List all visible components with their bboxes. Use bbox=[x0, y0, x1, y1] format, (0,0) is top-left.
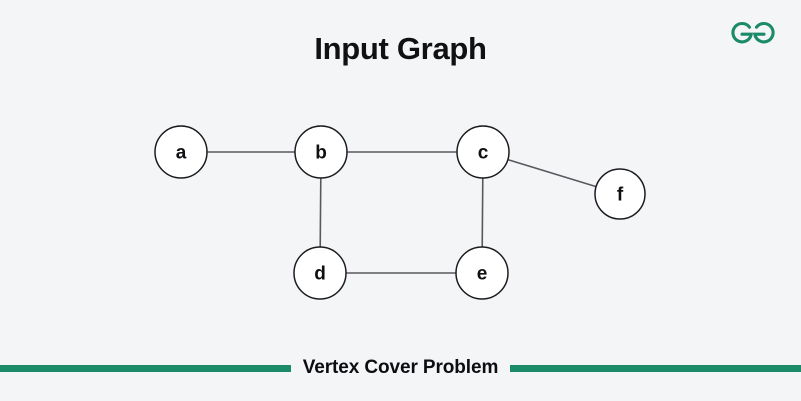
footer-title: Vertex Cover Problem bbox=[302, 357, 499, 378]
graph-node-circle-f bbox=[594, 168, 646, 220]
graph-node-label-e: e bbox=[477, 264, 488, 285]
footer-rule-left bbox=[0, 364, 291, 372]
footer-banner: Vertex Cover Problem bbox=[0, 355, 801, 381]
geeksforgeeks-logo[interactable] bbox=[727, 14, 779, 48]
graph-node-label-f: f bbox=[617, 185, 624, 206]
page-title: Input Graph bbox=[314, 31, 487, 66]
graph-node-circle-b bbox=[294, 125, 348, 179]
graph-node-label-a: a bbox=[176, 143, 187, 164]
graph-node-e[interactable]: e bbox=[455, 246, 509, 300]
graph-node-b[interactable]: b bbox=[294, 125, 348, 179]
gfg-logo-icon bbox=[731, 22, 775, 44]
graph-node-label-d: d bbox=[314, 264, 326, 285]
graph-edges-layer bbox=[207, 151, 597, 274]
graph-nodes-layer: a b c d e f bbox=[154, 125, 646, 300]
graph-node-circle-c bbox=[456, 125, 510, 179]
graph-node-circle-d bbox=[293, 246, 347, 300]
graph-edge-c-f bbox=[507, 158, 597, 188]
graph-node-circle-e bbox=[455, 246, 509, 300]
graph-node-label-c: c bbox=[478, 143, 489, 164]
graph-node-d[interactable]: d bbox=[293, 246, 347, 300]
graph-edge-c-e bbox=[481, 177, 484, 248]
graph-node-c[interactable]: c bbox=[456, 125, 510, 179]
graph-node-label-b: b bbox=[315, 143, 327, 164]
graph-node-f[interactable]: f bbox=[594, 168, 646, 220]
footer-rule-right bbox=[510, 364, 801, 372]
graph-node-circle-a bbox=[154, 125, 208, 179]
graph-node-a[interactable]: a bbox=[154, 125, 208, 179]
graph-edge-b-d bbox=[319, 177, 322, 248]
